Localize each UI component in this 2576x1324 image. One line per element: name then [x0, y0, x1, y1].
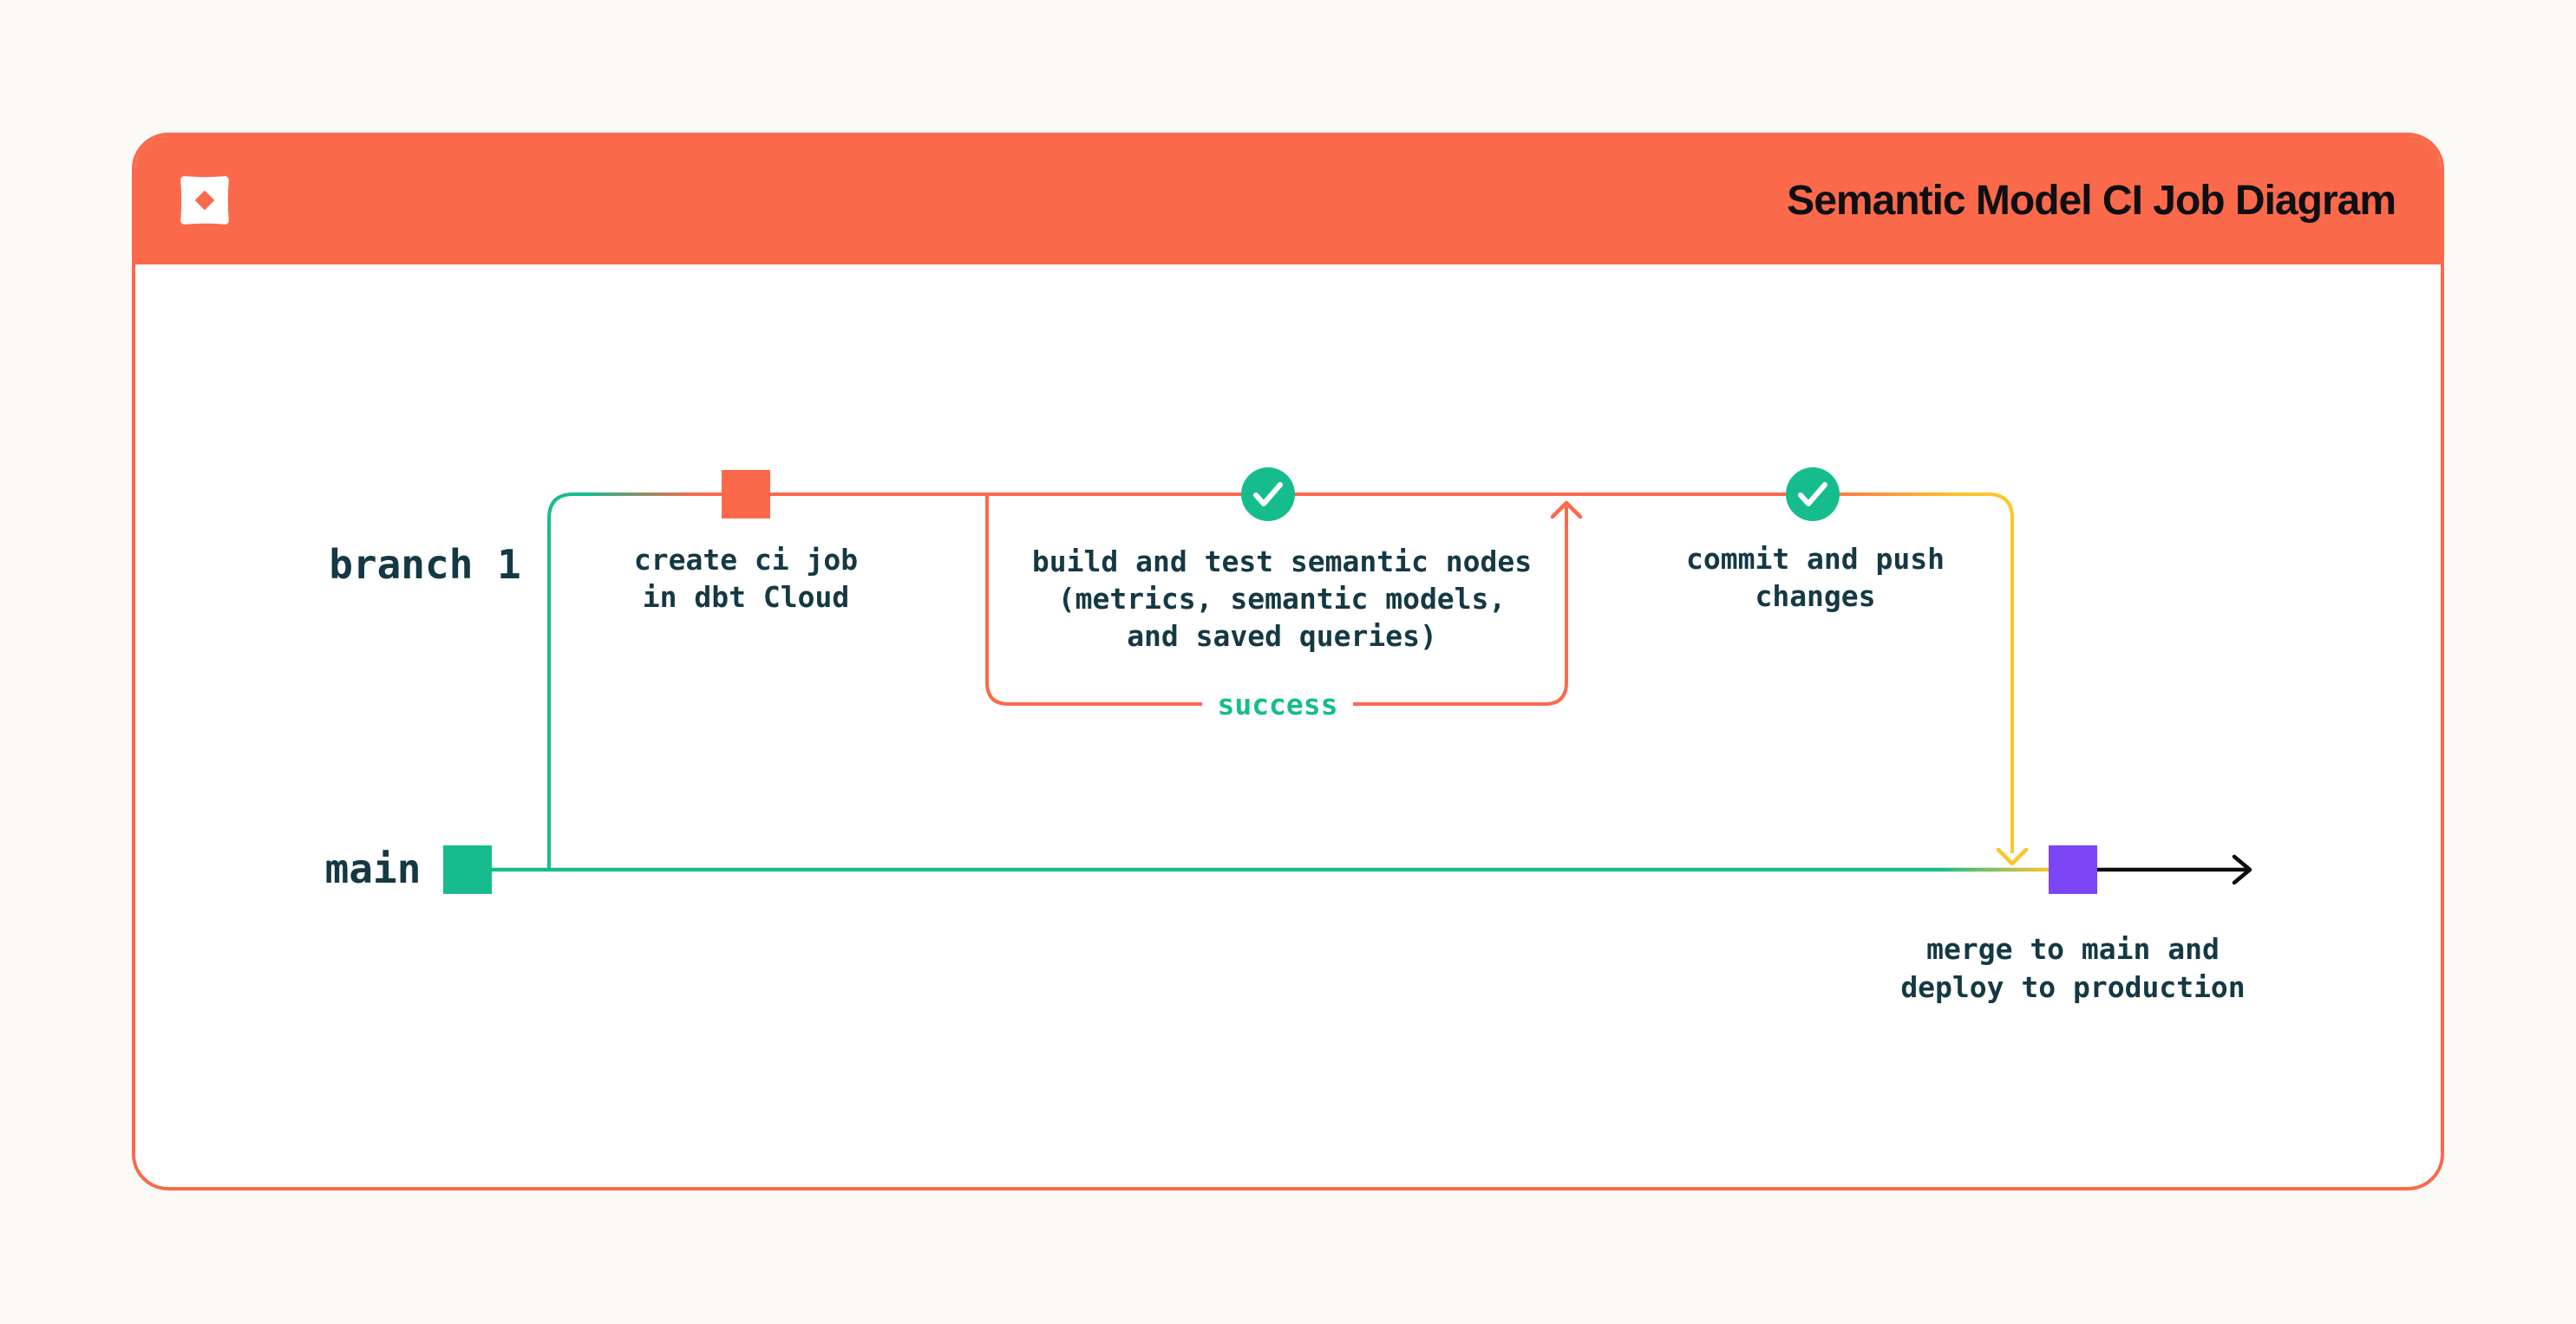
build-test-label-line3: and saved queries) [1127, 619, 1437, 653]
success-label: success [1217, 688, 1337, 721]
branch1-label: branch 1 [329, 541, 521, 588]
success-loop-right [1353, 506, 1568, 706]
build-test-check-icon [1241, 467, 1295, 521]
build-test-label-line1: build and test semantic nodes [1032, 545, 1532, 578]
build-test-label-line2: (metrics, semantic models, [1058, 582, 1507, 616]
success-loop-left [985, 495, 1202, 706]
create-ci-job-commit-square [722, 470, 770, 519]
commit-push-check-icon [1786, 467, 1840, 521]
main-commit-square [443, 845, 492, 894]
page-title: Semantic Model CI Job Diagram [1787, 177, 2396, 224]
merge-deploy-label-line1: merge to main and [1926, 932, 2220, 966]
success-up-arrowhead-icon [1550, 500, 1583, 519]
diagram-card: Semantic Model CI Job Diagram [132, 133, 2444, 1190]
card-header: Semantic Model CI Job Diagram [135, 136, 2441, 264]
commit-push-label-line1: commit and push [1686, 542, 1945, 576]
commit-push-label-line2: changes [1755, 579, 1875, 613]
merge-commit-square [2049, 845, 2097, 894]
create-ci-job-label-line2: in dbt Cloud [643, 580, 849, 614]
right-arrowhead-icon [2232, 854, 2252, 885]
merge-deploy-label-line2: deploy to production [1900, 970, 2245, 1004]
main-label: main [325, 845, 422, 892]
merge-down-arrowhead-icon [1996, 847, 2029, 866]
dbt-logo-icon [170, 166, 239, 235]
create-ci-job-label-line1: create ci job [634, 543, 858, 577]
